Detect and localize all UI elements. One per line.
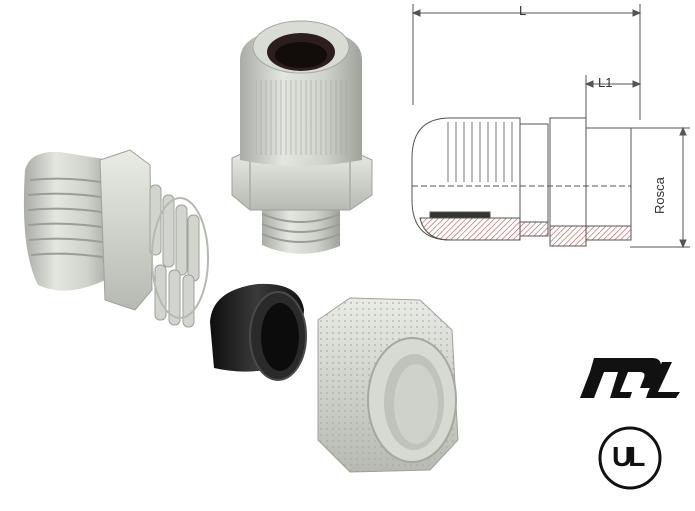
dome-cap-nut: [317, 297, 459, 473]
dimension-l1-label: L1: [598, 75, 613, 90]
dimension-l-label: L: [519, 3, 527, 18]
dimension-rosca-label: Rosca: [652, 177, 667, 214]
assembled-cable-gland: [231, 20, 373, 254]
black-sealing-insert: [210, 283, 307, 381]
ul-listed-mark-letters: UL: [612, 441, 645, 472]
ul-listed-mark-icon: [598, 426, 662, 490]
recognized-component-mark-icon: [580, 358, 680, 398]
gland-body-with-claws: [23, 149, 209, 328]
technical-drawing: [411, 4, 690, 249]
